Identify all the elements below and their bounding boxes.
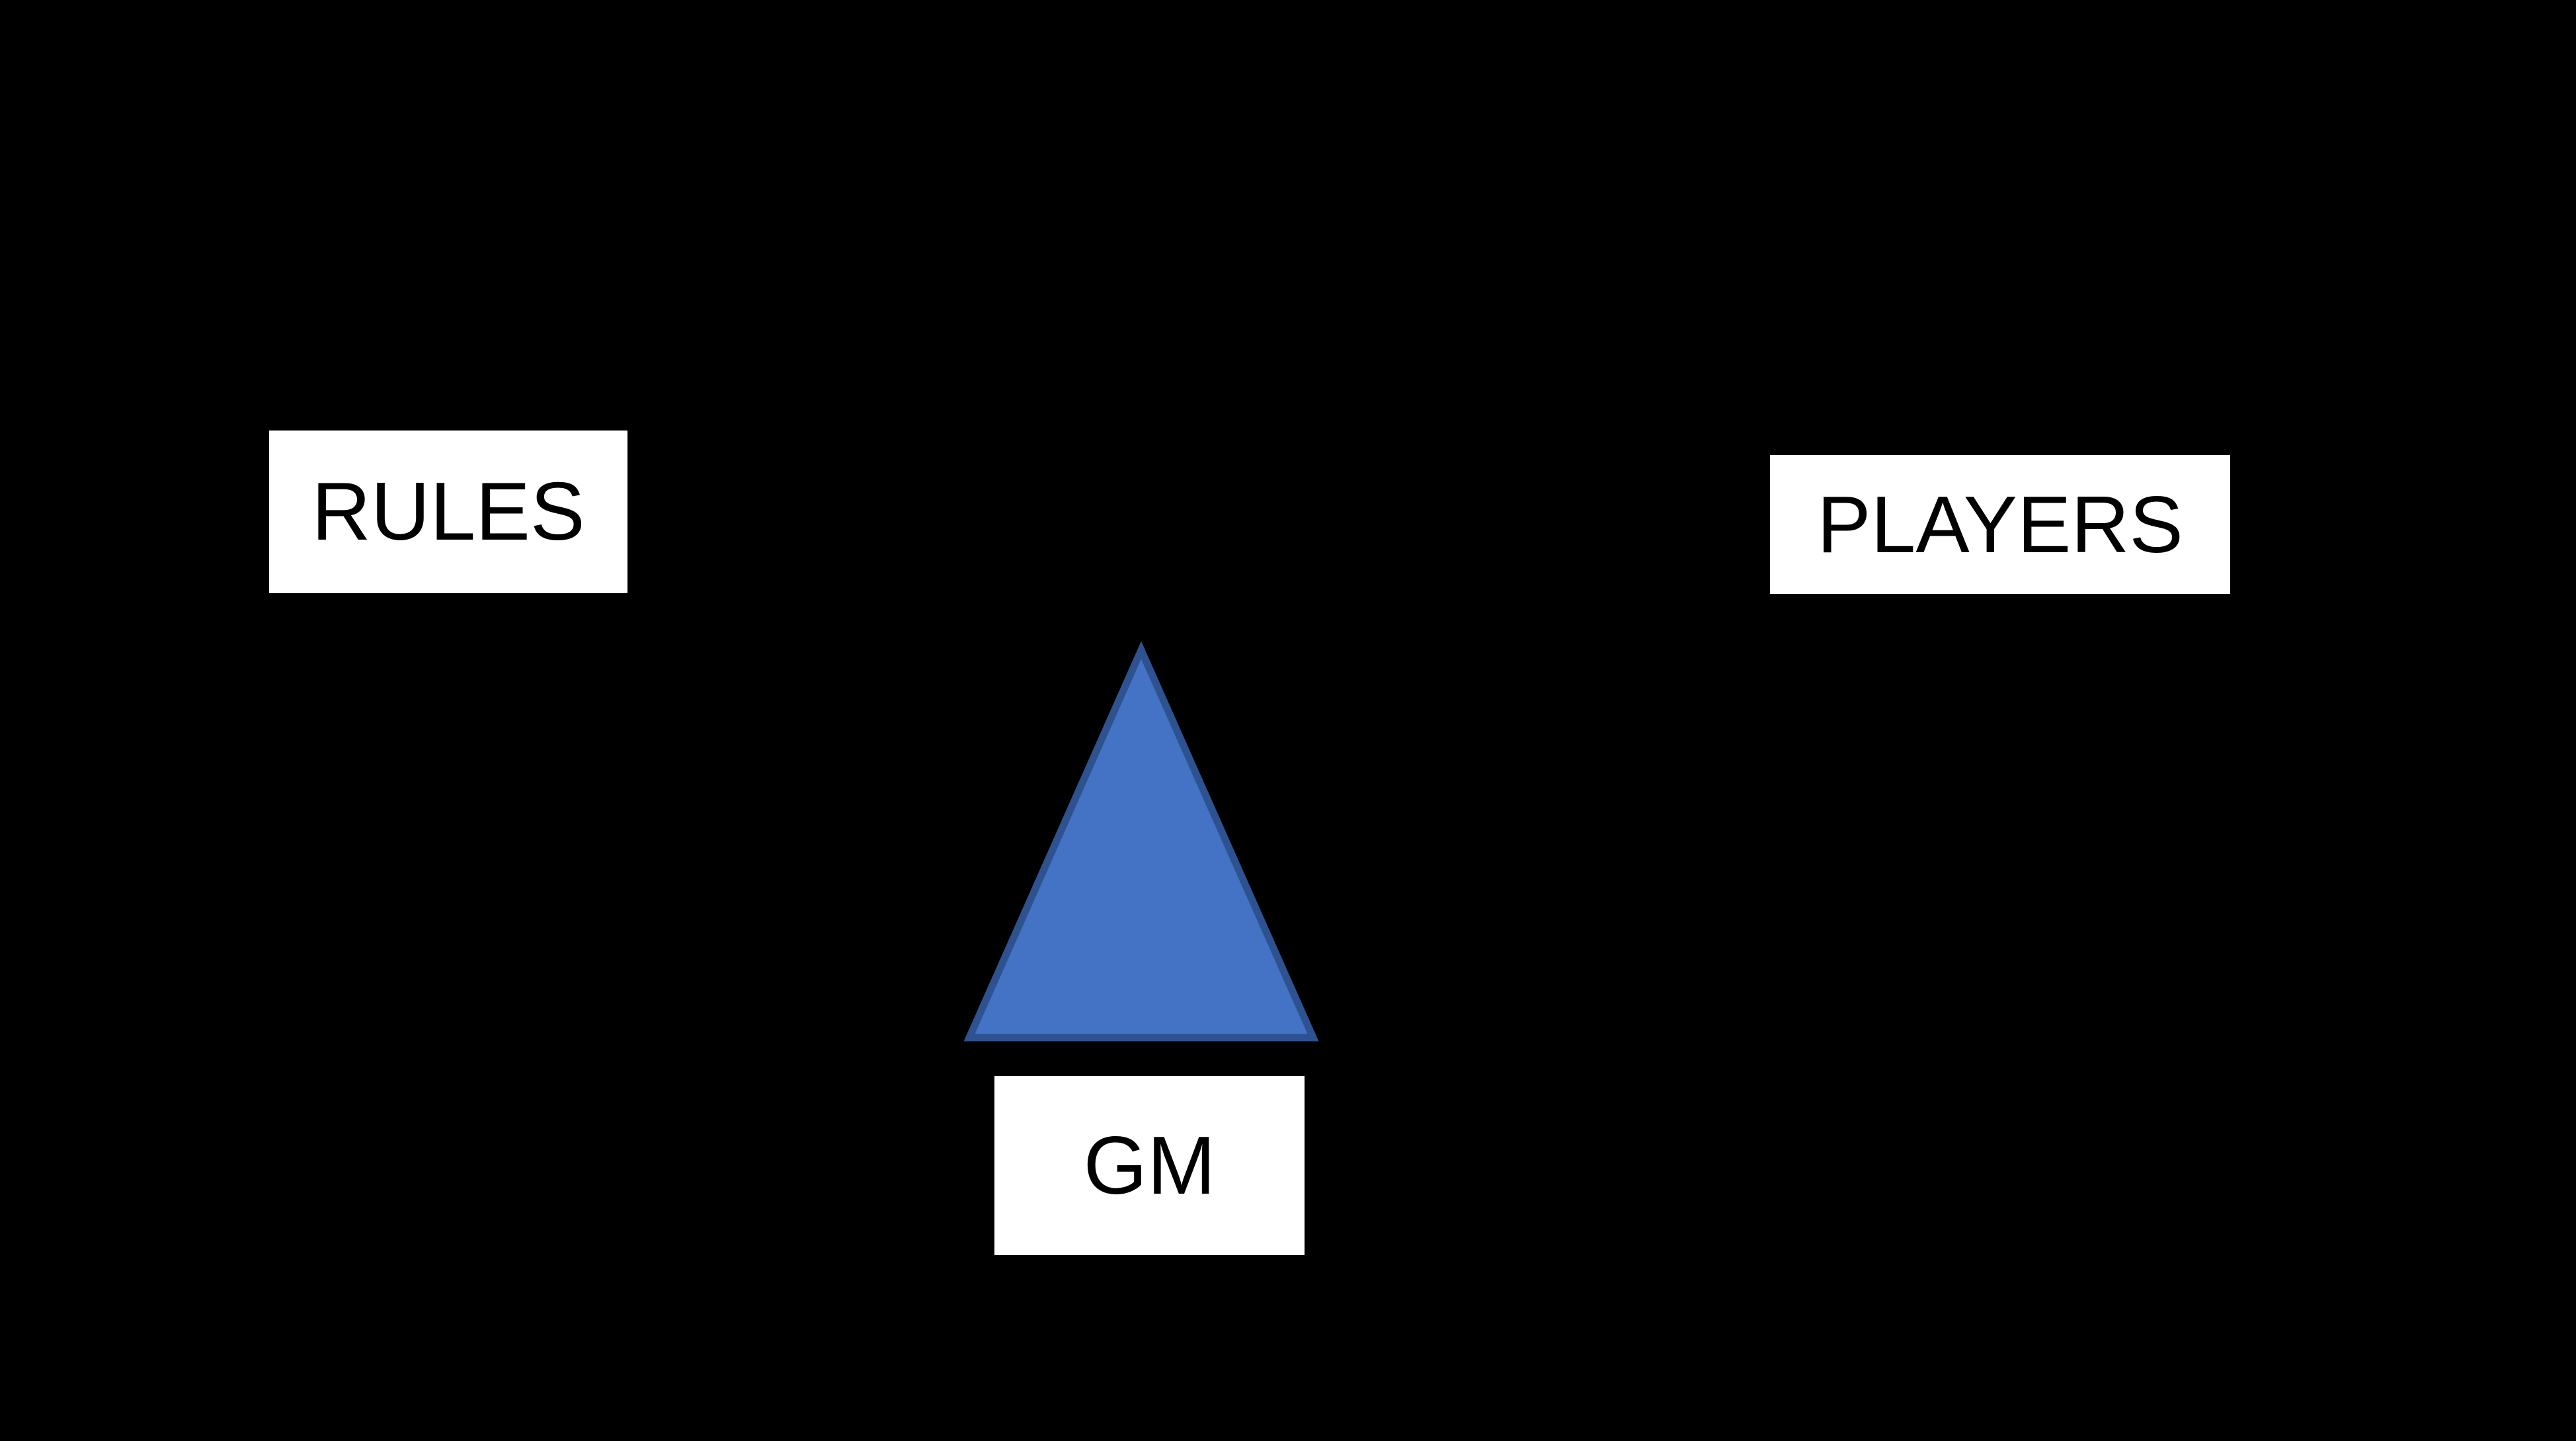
players-label-text: PLAYERS [1817, 479, 2183, 569]
rules-label-text: RULES [311, 466, 585, 557]
players-label-box[interactable]: PLAYERS [1770, 455, 2230, 594]
triangle-polygon [963, 641, 1319, 1042]
gm-label-box[interactable]: GM [994, 1076, 1305, 1255]
rules-label-box[interactable]: RULES [269, 431, 627, 593]
gm-label-text: GM [1083, 1120, 1216, 1212]
triangle-icon [963, 641, 1319, 1042]
gm-triangle-shape[interactable] [962, 641, 1320, 1045]
